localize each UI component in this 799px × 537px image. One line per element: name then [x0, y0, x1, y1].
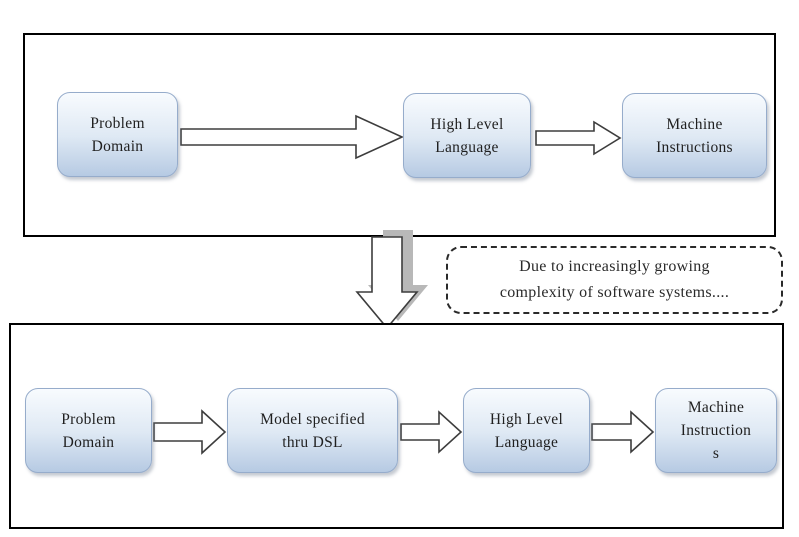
- node-label-line: Machine: [687, 399, 745, 416]
- arrow-highlevel-to-machine-bottom: [591, 410, 655, 454]
- node-model-specified-dsl: Model specified thru DSL: [227, 388, 398, 473]
- node-label-line: thru DSL: [282, 433, 343, 451]
- node-label-line: Model specified: [260, 410, 365, 428]
- node-label-line: Problem: [61, 410, 116, 428]
- callout-line-1: Due to increasingly growing: [519, 258, 710, 275]
- node-label-line: s: [712, 445, 720, 462]
- node-machine-instructions-top: Machine Instructions: [622, 93, 767, 178]
- callout-line-2: complexity of software systems....: [499, 284, 730, 301]
- node-label-line: High Level: [430, 115, 504, 133]
- node-machine-instructions-bottom: Machine Instruction s: [655, 388, 777, 473]
- arrow-model-to-highlevel: [400, 410, 463, 454]
- node-label-line: Instructions: [656, 138, 733, 156]
- top-flow-container: Problem Domain High Level Language Machi…: [23, 33, 776, 237]
- bottom-flow-container: Problem Domain Model specified thru DSL …: [9, 323, 784, 529]
- arrow-problem-to-highlevel: [180, 114, 404, 160]
- transition-callout: Due to increasingly growing complexity o…: [446, 246, 783, 314]
- node-label-line: Domain: [62, 433, 115, 451]
- node-high-level-language-top: High Level Language: [403, 93, 531, 178]
- node-label-line: Language: [494, 433, 559, 451]
- node-problem-domain-bottom: Problem Domain: [25, 388, 152, 473]
- arrow-problem-to-model: [153, 409, 227, 455]
- node-label-line: Instruction: [680, 422, 752, 439]
- node-problem-domain-top: Problem Domain: [57, 92, 178, 177]
- node-high-level-language-bottom: High Level Language: [463, 388, 590, 473]
- node-label-line: Machine: [666, 115, 723, 133]
- node-label-line: Language: [435, 138, 499, 156]
- transition-down-arrow: [355, 230, 428, 330]
- down-arrow-icon: [355, 236, 419, 330]
- node-label-line: High Level: [489, 410, 564, 428]
- node-label-line: Problem: [90, 114, 145, 132]
- arrow-highlevel-to-machine: [535, 120, 622, 156]
- node-label-line: Domain: [91, 137, 144, 155]
